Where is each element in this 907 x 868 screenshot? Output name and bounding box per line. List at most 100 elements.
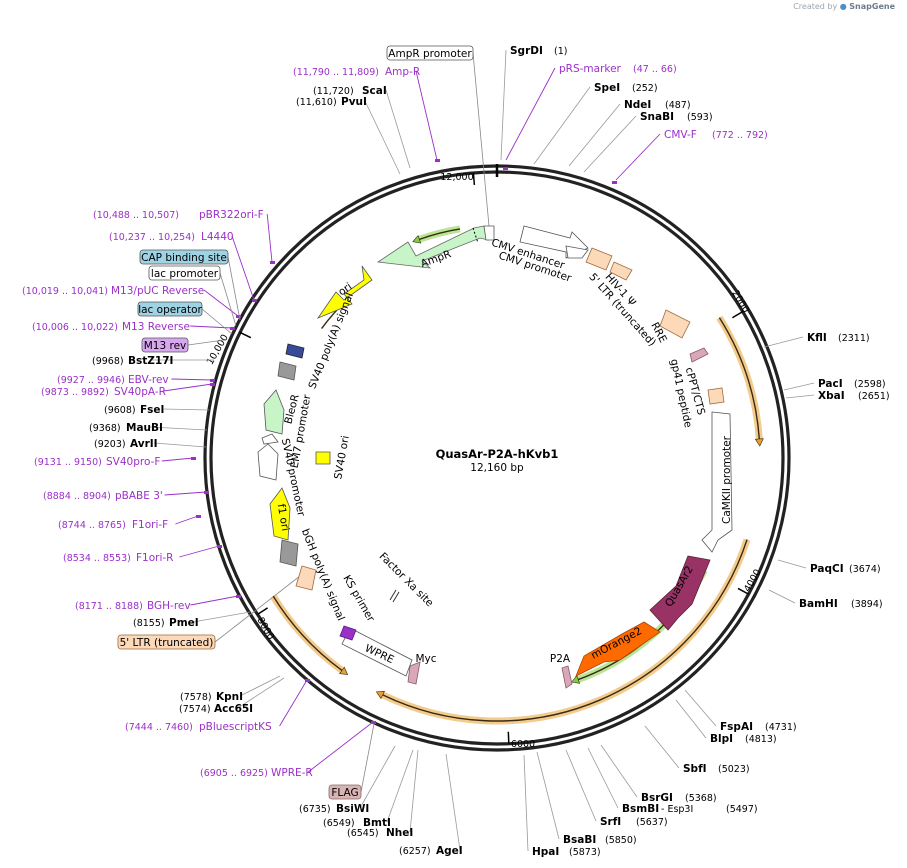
orf-arrowhead: [571, 675, 581, 684]
primer-leader: [175, 515, 199, 525]
site-paqci: PaqCI: [810, 563, 844, 575]
site-pos: (8155): [133, 618, 165, 629]
boxed-label-bg: [328, 784, 362, 800]
tick-label: 6000: [511, 739, 535, 750]
primer-pos: (10,488 .. 10,507): [93, 210, 179, 221]
ampr-feature: [376, 225, 489, 269]
quasar-feature: [649, 555, 711, 631]
box-leader: [472, 52, 490, 227]
p2a-feature: [561, 665, 573, 689]
site-pos: (4731): [765, 722, 797, 733]
site-pos: (1): [554, 46, 567, 57]
ltr3-feature: [295, 565, 317, 591]
primer-left-6: SV40pA-R: [114, 386, 166, 398]
site-pos: (4813): [745, 734, 777, 745]
site-pos: (9608): [104, 405, 136, 416]
site-bsiwi: BsiWI: [336, 803, 369, 815]
site-leader: [386, 749, 414, 823]
primer-leader: [179, 545, 220, 558]
site-nhei: NheI: [386, 827, 413, 839]
primer-leader: [307, 721, 374, 773]
tick-mark: [257, 607, 269, 616]
orf-arrowhead: [754, 438, 764, 447]
em7-feature: [261, 433, 279, 445]
primer-pos: (8744 .. 8765): [58, 520, 126, 531]
boxed-label: FLAG: [331, 787, 358, 799]
snapgene-logo-icon: ●: [839, 2, 847, 11]
site-leader: [777, 559, 807, 569]
site-pmei: PmeI: [169, 617, 199, 629]
primer-marker: [503, 167, 508, 170]
primer-pos: (9873 .. 9892): [41, 387, 109, 398]
p2a-label: P2A: [550, 653, 571, 665]
ori-feature: [316, 265, 373, 319]
hiv-psi-feature: [609, 261, 633, 281]
primer-pos: (7444 .. 7460): [125, 722, 193, 733]
rre-feature: [659, 309, 691, 339]
site-pos: (3674): [849, 564, 881, 575]
site-sgrdi: SgrDI: [510, 45, 543, 57]
primer-marker: [236, 315, 241, 318]
box-leader: [187, 339, 225, 346]
orf-arrowhead: [412, 235, 422, 244]
site-leader: [675, 699, 707, 739]
primer-pos: (6905 .. 6925): [200, 768, 268, 779]
primer-leader: [190, 595, 239, 606]
box-leader: [201, 308, 233, 335]
primer-left-10: F1ori-R: [136, 552, 173, 564]
site-bsrgi: BsrGI: [641, 792, 673, 804]
site-leader: [533, 86, 591, 165]
site-leader: [364, 100, 401, 175]
primer-pos: (10,019 .. 10,041): [22, 286, 108, 297]
site-pvui: PvuI: [341, 96, 367, 108]
ks-primer-feature: [339, 625, 357, 641]
site-leader: [192, 611, 251, 623]
site-pos: (6735): [299, 804, 331, 815]
site-pos: (5023): [718, 764, 750, 775]
primer-marker: [252, 299, 257, 302]
boxed-label: AmpR promoter: [388, 48, 472, 60]
site-spei: SpeI: [594, 82, 620, 94]
primer-1: CMV-F: [664, 129, 697, 141]
site-bmti: BmtI: [363, 817, 391, 829]
primer-left-1: pBR322ori-F: [199, 209, 264, 221]
site-pos: (9968): [92, 356, 124, 367]
site-leader: [568, 103, 621, 167]
orf-arc: [382, 539, 748, 722]
primer-0: pRS-marker: [559, 63, 622, 75]
site-pos: - Esp3I: [661, 804, 693, 815]
site-pos: (7574): [179, 704, 211, 715]
site-leader: [163, 408, 210, 411]
site-pos: (11,610): [296, 97, 337, 108]
primer-left-0: Amp-R: [385, 66, 420, 78]
sv40_ori-label: SV40 ori: [332, 435, 351, 481]
primer-left-11: BGH-rev: [147, 600, 191, 612]
primer-leader: [266, 213, 273, 263]
primer-marker: [196, 515, 201, 518]
site-ndei: NdeI: [624, 99, 651, 111]
primer-marker: [217, 545, 222, 548]
site-leader: [587, 747, 619, 809]
ltr5-feature: [585, 247, 613, 271]
factor-xa-marker: [392, 591, 400, 603]
site-pos: (5368): [685, 793, 717, 804]
leader-lines: [149, 49, 815, 852]
boxed-label: lac operator: [138, 304, 202, 316]
site-leader: [523, 754, 529, 852]
site-pos: (9368): [89, 423, 121, 434]
primer-left-12: pBluescriptKS: [199, 721, 272, 733]
primer-leader: [415, 70, 438, 161]
primer-leader: [161, 457, 194, 462]
credit-brand: SnapGene: [849, 2, 895, 11]
primer-leader: [164, 491, 207, 496]
boxed-label-bg: [117, 634, 216, 650]
morange-feature: [575, 621, 661, 677]
site-pos: (2651): [858, 391, 890, 402]
site-kpni: KpnI: [216, 691, 243, 703]
primer-marker: [270, 261, 275, 264]
site-paci: PacI: [818, 378, 843, 390]
site-pos: (5850): [605, 835, 637, 846]
box-leader: [360, 723, 375, 793]
boxed-label-bg: [137, 301, 203, 317]
site-leader: [684, 689, 717, 727]
